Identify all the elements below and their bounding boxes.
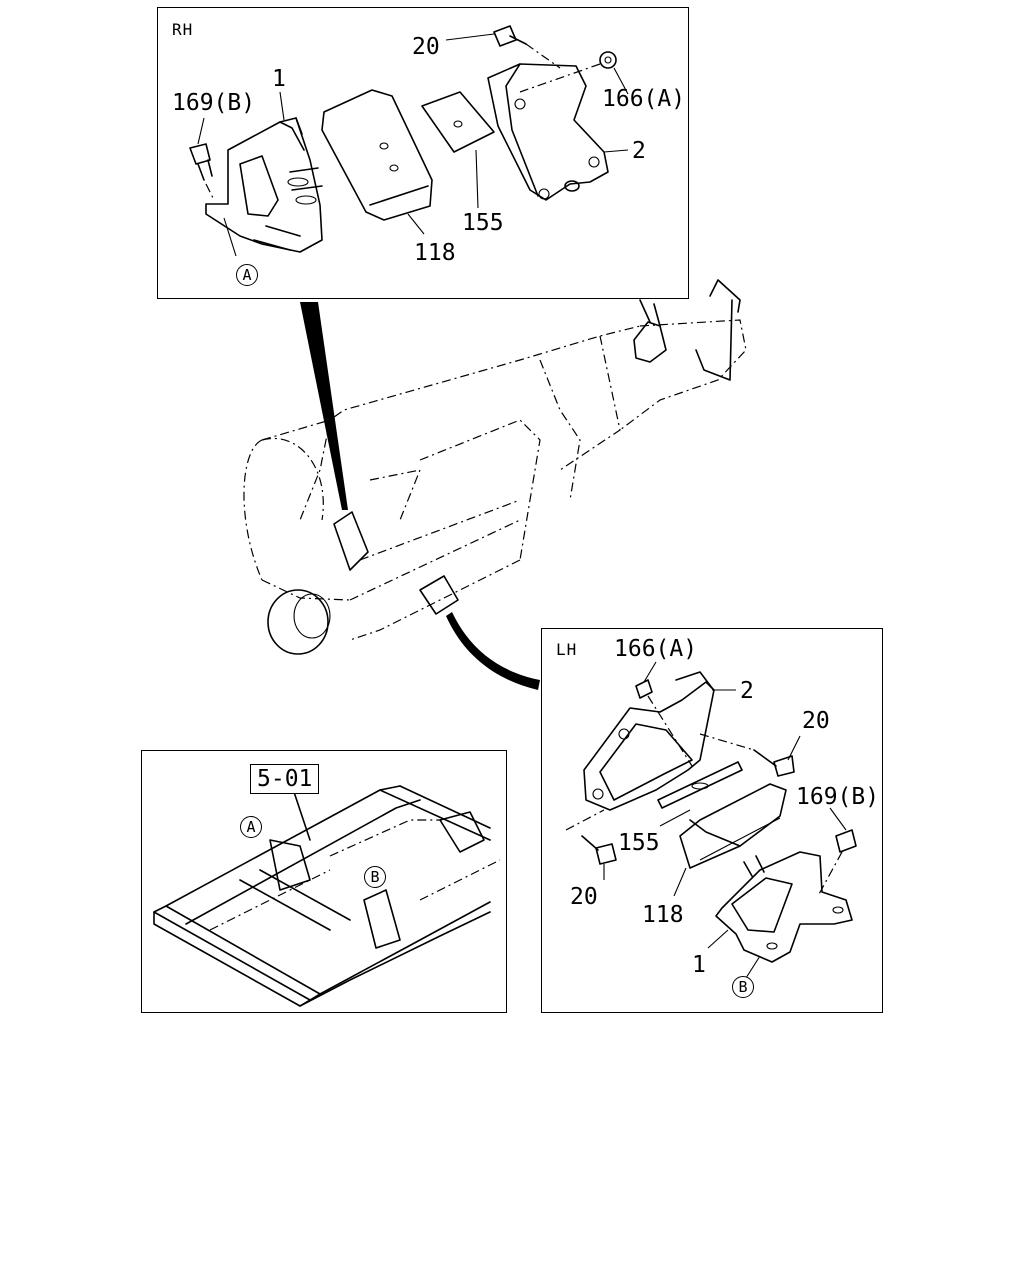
lh-marker-b: B xyxy=(732,976,754,998)
rh-part-1-mount xyxy=(205,117,323,253)
rh-label-169b: 169(B) xyxy=(172,90,256,116)
rh-nut-166a xyxy=(519,51,617,93)
rh-marker-a: A xyxy=(236,264,258,286)
lh-part-1-mount xyxy=(715,851,853,963)
lh-label-155: 155 xyxy=(618,830,660,856)
lh-label-20-bottom: 20 xyxy=(570,884,598,910)
vehicle-frame-drawing xyxy=(153,779,501,1007)
rh-callout-arrow xyxy=(300,302,348,510)
lh-bolt-20-top xyxy=(699,733,795,777)
lh-part-2-bracket xyxy=(583,671,715,811)
lh-label-20-top: 20 xyxy=(802,708,830,734)
rh-part-2-bracket xyxy=(487,63,609,201)
lh-bolt-169b xyxy=(817,829,857,897)
rh-label-155: 155 xyxy=(462,210,504,236)
rh-bolt-169b xyxy=(189,143,215,201)
lh-label-2: 2 xyxy=(740,678,754,704)
lh-detail-panel xyxy=(541,628,883,1013)
engine-transmission-assembly xyxy=(243,279,747,655)
rh-label-20: 20 xyxy=(412,34,440,60)
rh-side-title: RH xyxy=(172,20,194,39)
lh-label-118: 118 xyxy=(642,902,684,928)
lh-label-166a: 166(A) xyxy=(614,636,698,662)
lh-label-169b: 169(B) xyxy=(796,784,880,810)
lh-part-155-plate xyxy=(657,761,743,809)
lh-label-1: 1 xyxy=(692,952,706,978)
rh-label-2: 2 xyxy=(632,138,646,164)
lh-nut-166a xyxy=(635,679,693,767)
rh-bolt-20 xyxy=(493,25,561,69)
frame-overview-panel xyxy=(141,750,507,1013)
lh-part-118-insulator xyxy=(679,783,787,869)
lh-callout-arrow xyxy=(446,612,540,690)
rh-label-166a: 166(A) xyxy=(602,86,686,112)
lh-bolt-20-bottom xyxy=(565,809,617,865)
lh-side-title: LH xyxy=(556,640,578,659)
rh-part-118-insulator xyxy=(321,89,433,221)
rh-label-118: 118 xyxy=(414,240,456,266)
frame-reference-box: 5-01 xyxy=(250,764,320,794)
frame-marker-a: A xyxy=(240,816,262,838)
rh-label-1: 1 xyxy=(272,66,286,92)
frame-marker-b: B xyxy=(364,866,386,888)
rh-part-155-plate xyxy=(421,91,495,153)
rh-detail-panel xyxy=(157,7,689,299)
